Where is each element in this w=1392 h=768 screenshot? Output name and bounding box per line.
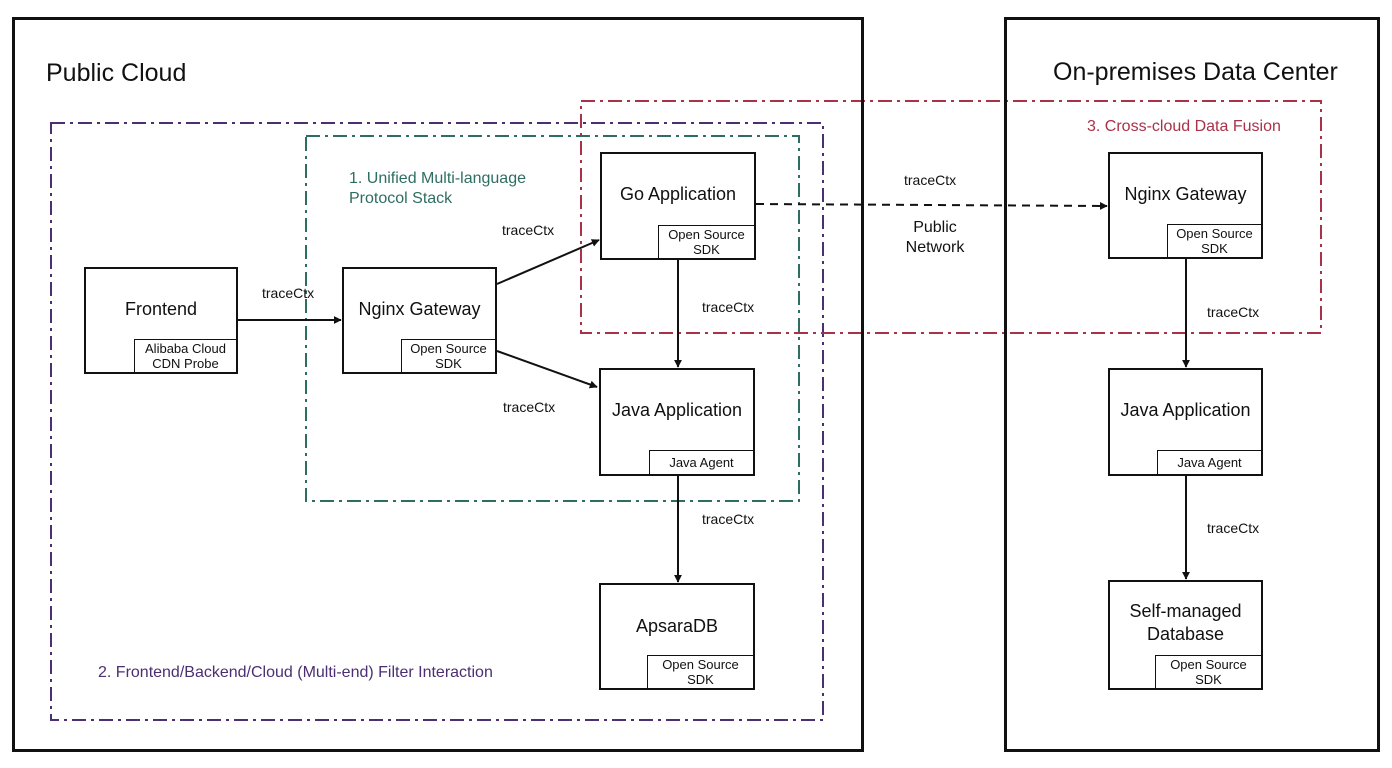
- java-agent-cloud-tag: Java Agent: [649, 450, 753, 474]
- label-go-to-onprem-nginx: traceCtx: [904, 172, 957, 188]
- java-application-cloud-title: Java Application: [611, 400, 743, 420]
- nginx-gateway-cloud-title: Nginx Gateway: [358, 299, 481, 319]
- java-application-onprem-node: Java Application Java Agent: [1108, 368, 1263, 476]
- frontend-probe-tag: Alibaba Cloud CDN Probe: [134, 339, 236, 372]
- nginx-gateway-onprem-sdk-tag: Open Source SDK: [1167, 224, 1261, 257]
- filter-interaction-group: [50, 122, 824, 721]
- go-application-title: Go Application: [619, 184, 737, 204]
- edge-nginx-to-java: [496, 350, 598, 389]
- public-cloud-region: Public Cloud: [12, 17, 864, 752]
- on-premises-region: On-premises Data Center: [1004, 17, 1380, 752]
- go-application-node: Go Application Open Source SDK: [600, 152, 756, 260]
- self-managed-database-node: Self-managed Database Open Source SDK: [1108, 580, 1263, 690]
- nginx-gateway-cloud-node: Nginx Gateway Open Source SDK: [342, 267, 497, 374]
- apsaradb-sdk-tag: Open Source SDK: [647, 655, 753, 688]
- edge-go-to-onprem-nginx: [755, 201, 1108, 210]
- label-onprem-java-to-db: traceCtx: [1207, 520, 1260, 536]
- java-agent-onprem-tag: Java Agent: [1157, 450, 1261, 474]
- protocol-stack-label: 1. Unified Multi-language Protocol Stack: [349, 170, 526, 207]
- apsaradb-node: ApsaraDB Open Source SDK: [599, 583, 755, 690]
- java-application-onprem-title: Java Application: [1120, 400, 1251, 420]
- frontend-node: Frontend Alibaba Cloud CDN Probe: [84, 267, 238, 374]
- label-nginx-to-go: traceCtx: [502, 222, 555, 238]
- data-fusion-group: [580, 100, 1322, 334]
- self-managed-database-title: Self-managed Database: [1129, 601, 1242, 644]
- nginx-gateway-onprem-title: Nginx Gateway: [1124, 184, 1247, 204]
- nginx-gateway-onprem-node: Nginx Gateway Open Source SDK: [1108, 152, 1263, 259]
- filter-interaction-label: 2. Frontend/Backend/Cloud (Multi-end) Fi…: [98, 664, 493, 681]
- public-network-label: Public Network: [905, 219, 965, 256]
- label-go-to-java: traceCtx: [702, 299, 755, 315]
- java-application-cloud-node: Java Application Java Agent: [599, 368, 755, 476]
- label-java-to-apsaradb: traceCtx: [702, 511, 755, 527]
- go-application-sdk-tag: Open Source SDK: [658, 225, 754, 258]
- data-fusion-label: 3. Cross-cloud Data Fusion: [1087, 118, 1281, 135]
- edge-nginx-to-go: [496, 239, 600, 285]
- frontend-title: Frontend: [124, 299, 198, 319]
- self-managed-database-sdk-tag: Open Source SDK: [1155, 655, 1261, 688]
- label-frontend-to-nginx: traceCtx: [262, 285, 315, 301]
- label-nginx-to-java: traceCtx: [503, 399, 556, 415]
- label-onprem-nginx-to-java: traceCtx: [1207, 304, 1260, 320]
- on-premises-title: On-premises Data Center: [1053, 58, 1338, 86]
- public-cloud-title: Public Cloud: [46, 59, 187, 87]
- nginx-gateway-cloud-sdk-tag: Open Source SDK: [401, 339, 495, 372]
- apsaradb-title: ApsaraDB: [635, 616, 719, 636]
- protocol-stack-group: [305, 135, 800, 502]
